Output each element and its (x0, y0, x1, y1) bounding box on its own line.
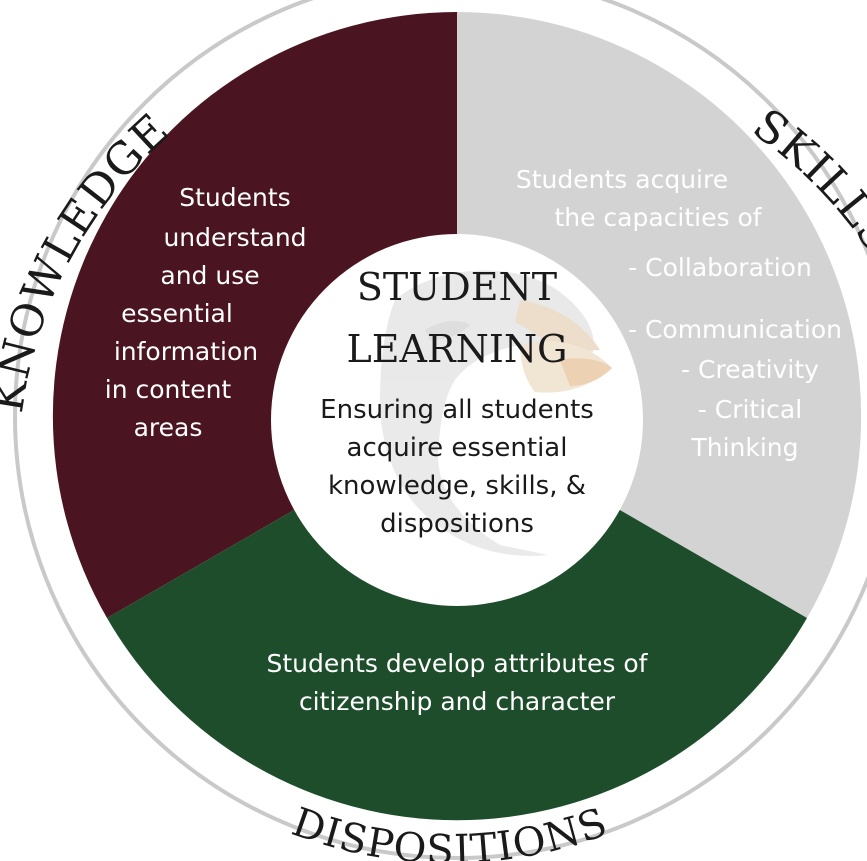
center-caption-line1: Ensuring all students (320, 395, 594, 425)
skills-text-block: Students acquire the capacities of - Col… (516, 165, 842, 462)
skills-line: Thinking (690, 433, 798, 462)
knowledge-line: in content (105, 375, 232, 404)
eagle-head-watermark-icon (380, 270, 612, 556)
center-caption-line3: knowledge, skills, & (328, 471, 586, 501)
knowledge-line: essential (121, 299, 233, 328)
knowledge-line: Students (179, 183, 290, 212)
dispositions-text-block: Students develop attributes of citizensh… (267, 649, 649, 716)
skills-line: - Critical (698, 395, 802, 424)
dispositions-line: citizenship and character (299, 687, 616, 716)
skills-line: Students acquire (516, 165, 728, 194)
center-caption-line4: dispositions (380, 509, 534, 539)
outer-ring (13, 0, 867, 860)
skills-line: - Communication (628, 315, 842, 344)
skills-line: - Collaboration (628, 253, 812, 282)
center-title-line2: LEARNING (347, 327, 568, 371)
skills-line: the capacities of (554, 203, 762, 232)
center-caption-line2: acquire essential (347, 433, 568, 463)
knowledge-line: areas (134, 413, 203, 442)
center-title-line1: STUDENT (357, 265, 557, 309)
knowledge-line: understand (163, 223, 306, 252)
knowledge-text-block: Students understand and use essential in… (105, 183, 307, 442)
knowledge-line: information (114, 337, 258, 366)
dispositions-line: Students develop attributes of (267, 649, 649, 678)
knowledge-line: and use (160, 261, 259, 290)
skills-line: - Creativity (681, 355, 819, 384)
dispositions-segment (107, 416, 807, 821)
